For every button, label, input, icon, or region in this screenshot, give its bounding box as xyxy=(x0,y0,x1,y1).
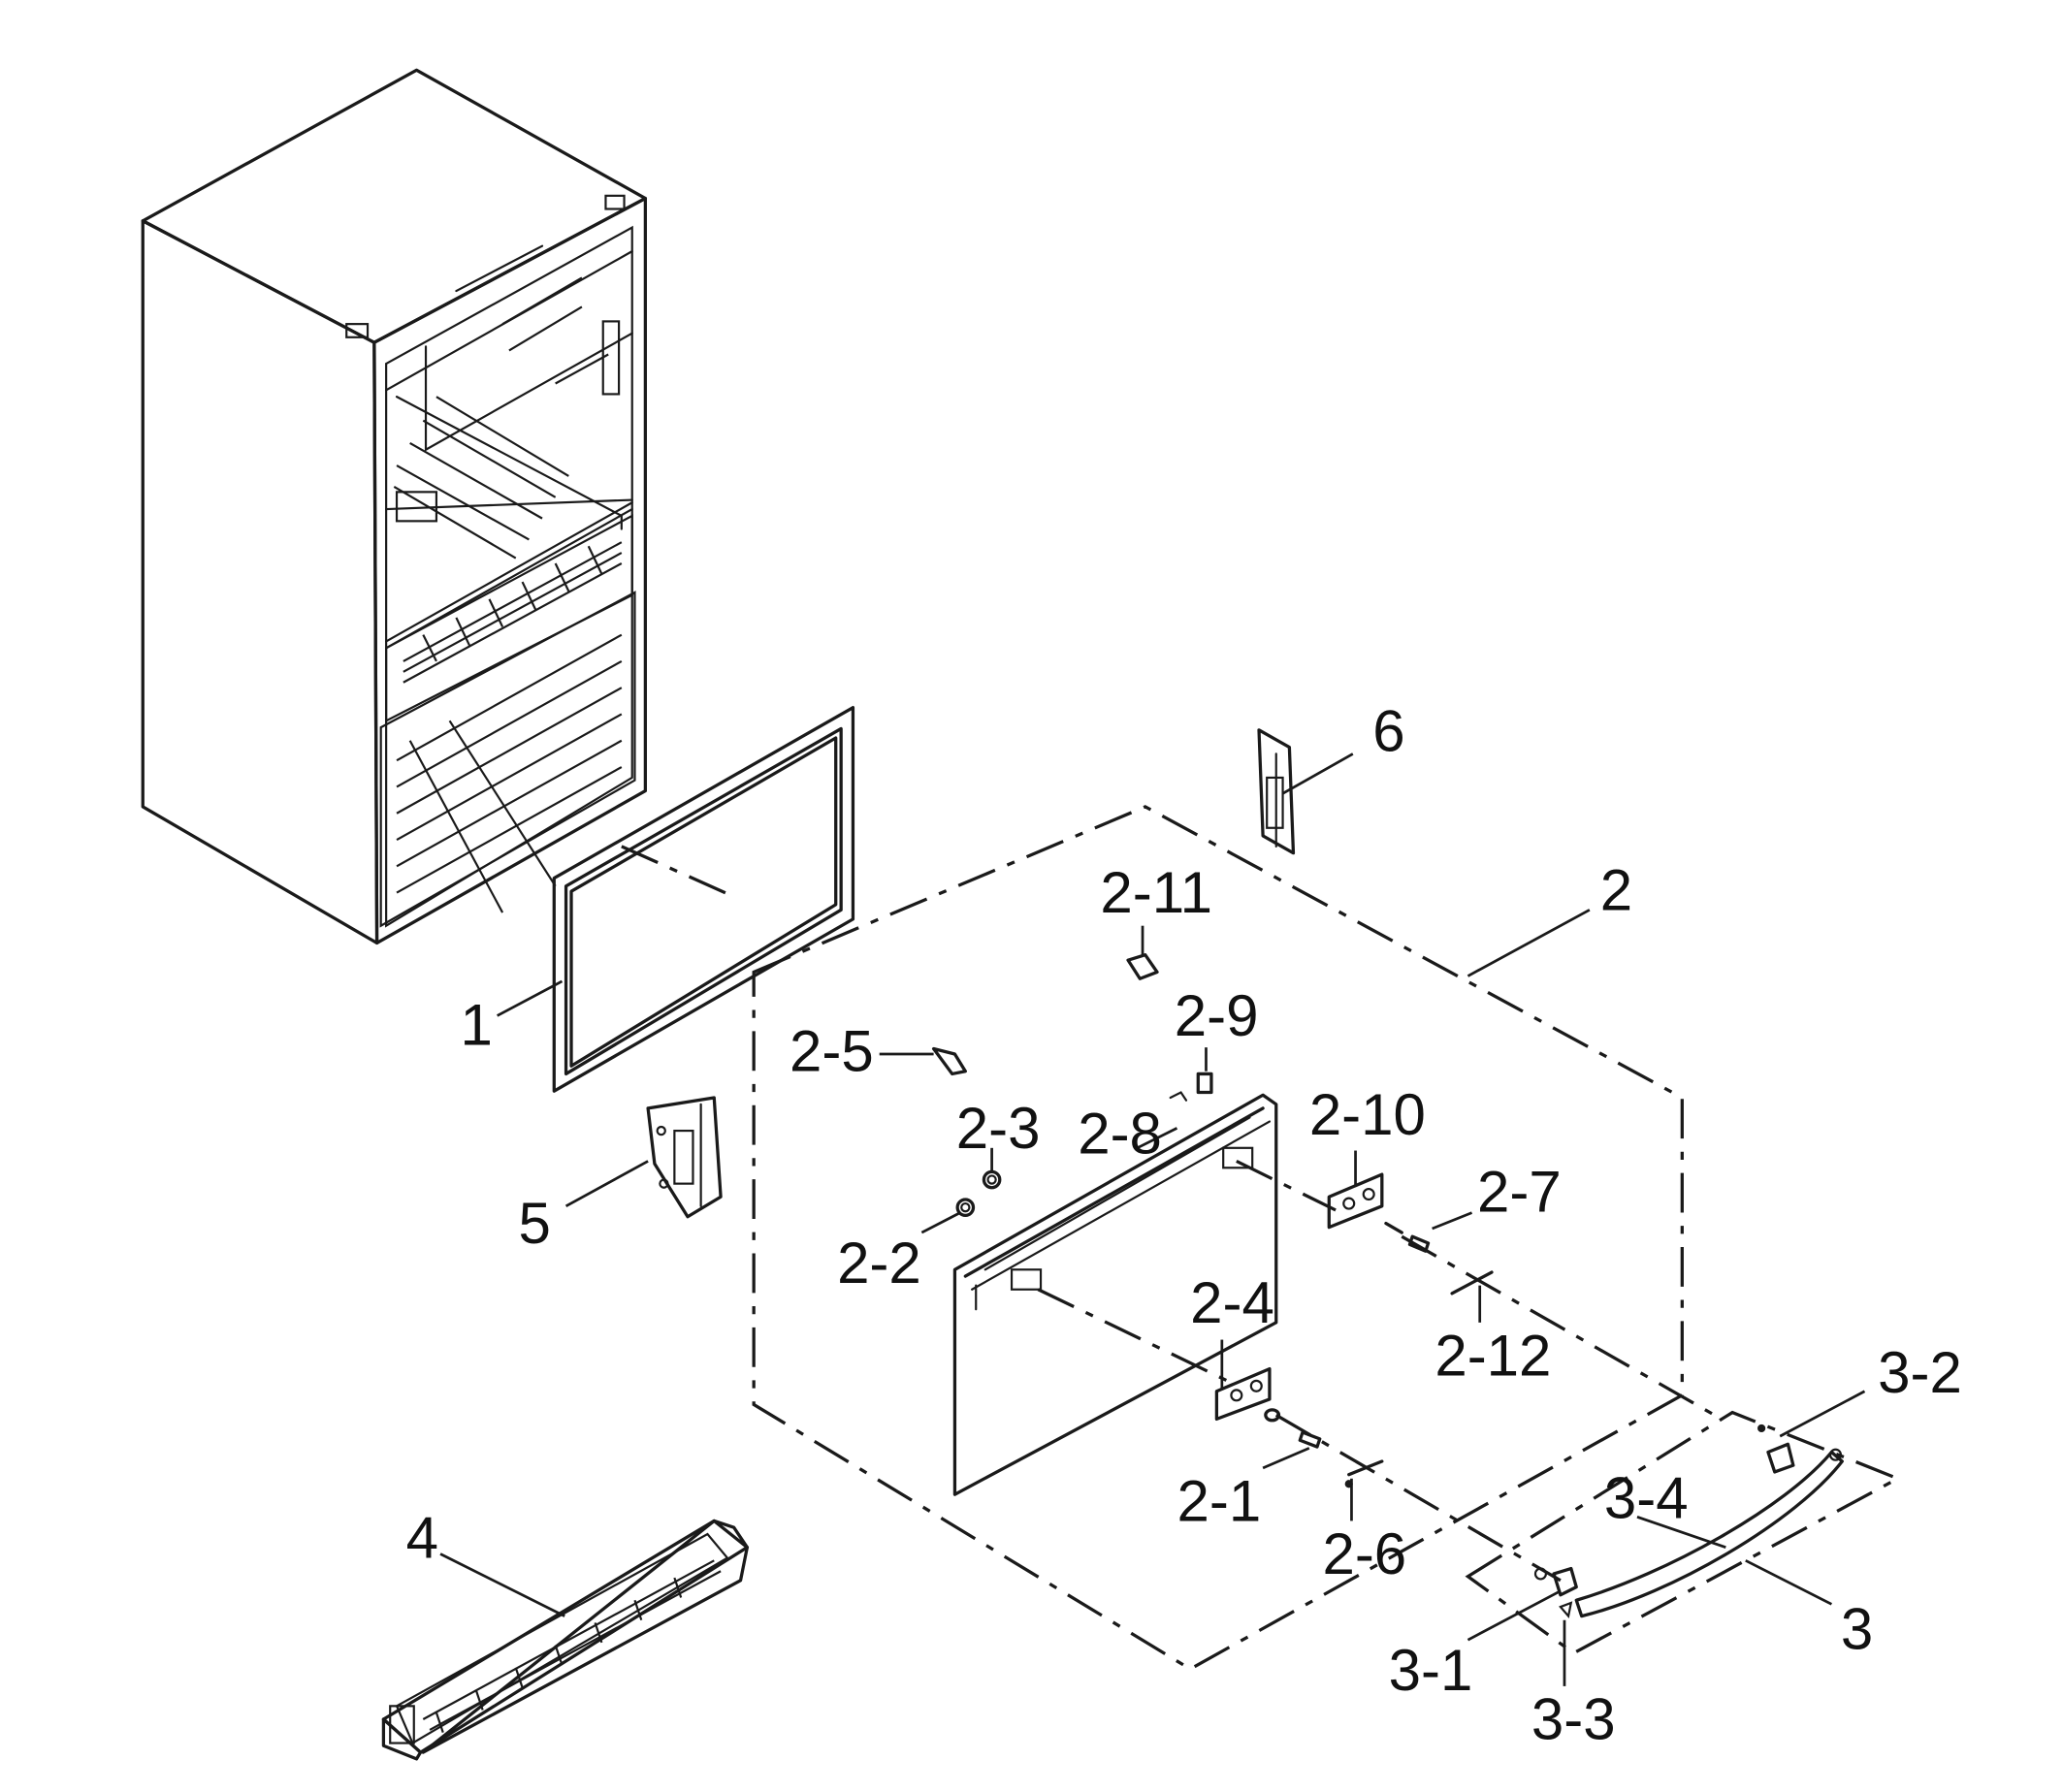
callout-2-6: 2-6 xyxy=(1322,1521,1406,1586)
callout-4: 4 xyxy=(406,1506,438,1571)
callout-2-10: 2-10 xyxy=(1309,1082,1426,1147)
callout-2-1: 2-1 xyxy=(1177,1468,1261,1533)
hinge-plate-2-10 xyxy=(1327,1172,1384,1230)
callout-1: 1 xyxy=(460,992,492,1057)
callout-2-3: 2-3 xyxy=(956,1096,1041,1161)
freezer-door-panel xyxy=(952,1093,1278,1496)
clip-2-12 xyxy=(1450,1270,1494,1296)
refrigerator-cabinet xyxy=(141,68,648,945)
clip-2-8 xyxy=(1169,1091,1188,1102)
callout-2-12: 2-12 xyxy=(1434,1323,1551,1388)
door-gasket-part xyxy=(552,706,855,1093)
cabinet-gasket-leader xyxy=(621,845,735,899)
callout-labels: 1 2 2-1 2-2 2-3 2-4 2-5 2-6 2-7 2-8 2-9 … xyxy=(406,699,1962,1752)
callout-5: 5 xyxy=(518,1191,550,1256)
callout-2: 2 xyxy=(1600,857,1632,922)
screw-2-11 xyxy=(1126,953,1159,980)
callout-3-4: 3-4 xyxy=(1604,1466,1689,1531)
pin-2-9 xyxy=(1196,1072,1213,1095)
callout-2-4: 2-4 xyxy=(1190,1270,1274,1335)
stopper-2-5 xyxy=(931,1046,967,1076)
callout-3-2: 3-2 xyxy=(1878,1340,1962,1405)
freezer-basket-part xyxy=(381,1519,749,1761)
callout-2-7: 2-7 xyxy=(1477,1159,1562,1224)
callout-3-1: 3-1 xyxy=(1389,1638,1473,1703)
callout-2-9: 2-9 xyxy=(1175,983,1259,1048)
cap-2-3 xyxy=(982,1169,1002,1190)
callout-2-8: 2-8 xyxy=(1078,1101,1162,1166)
callout-6: 6 xyxy=(1372,699,1404,764)
callout-leader-lines xyxy=(439,752,1866,1686)
pin-2-1 xyxy=(1264,1408,1322,1449)
callout-2-11: 2-11 xyxy=(1100,860,1212,925)
handle-assembly-boundary xyxy=(1465,1410,1902,1655)
door-handle-part xyxy=(1533,1424,1844,1619)
callout-2-5: 2-5 xyxy=(790,1019,874,1084)
cap-2-2 xyxy=(955,1198,976,1218)
callout-2-2: 2-2 xyxy=(837,1231,921,1296)
hinge-plate-2-4 xyxy=(1214,1366,1272,1422)
left-bracket-part xyxy=(646,1096,723,1219)
callout-3: 3 xyxy=(1841,1597,1873,1662)
callout-3-3: 3-3 xyxy=(1531,1686,1616,1751)
right-bracket-part xyxy=(1257,728,1296,855)
